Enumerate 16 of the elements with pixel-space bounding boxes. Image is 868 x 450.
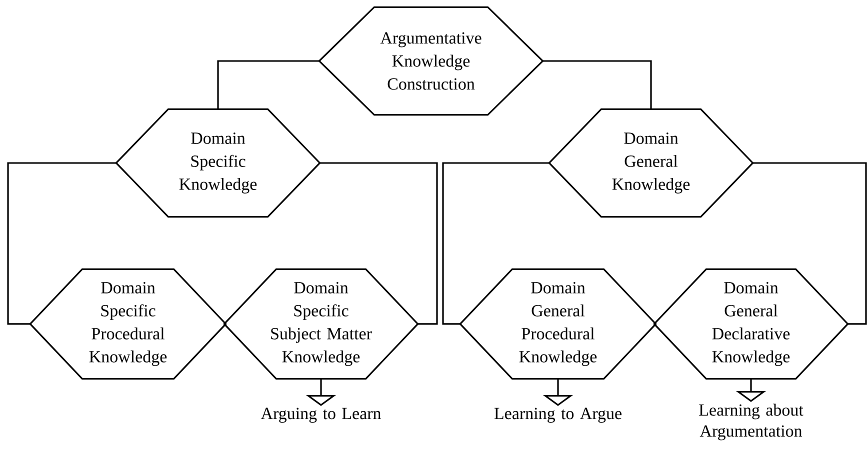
- connector-line: [542, 60, 652, 110]
- outcome-text: Arguing to Learn: [260, 408, 382, 423]
- outcome-text: Learning about Argumentation: [699, 404, 804, 440]
- hexagon: Domain General Declarative Knowledge: [653, 268, 849, 380]
- hexagon: Domain General Procedural Knowledge: [459, 268, 657, 380]
- hexagon: Domain General Knowledge: [548, 108, 754, 218]
- connector-line: [7, 162, 116, 325]
- connector-line: [752, 162, 867, 325]
- connector-line: [320, 162, 438, 325]
- hexagon: Domain Specific Knowledge: [115, 108, 321, 218]
- outcome-text: Learning to Argue: [494, 408, 622, 423]
- hexagon: Argumentative Knowledge Construction: [318, 6, 544, 116]
- hexagon: Domain Specific Subject Matter Knowledge: [223, 268, 419, 380]
- hexagon: Domain Specific Procedural Knowledge: [29, 268, 227, 380]
- connector-line: [442, 162, 550, 325]
- connector-line: [217, 60, 320, 110]
